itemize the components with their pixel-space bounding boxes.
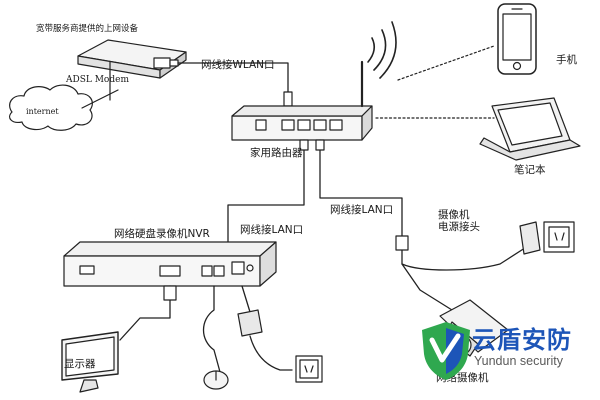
shield-logo-icon	[422, 322, 470, 380]
nvr-lan-cable	[227, 139, 305, 269]
mouse-cable	[202, 285, 221, 373]
camera-lan-cable	[319, 139, 403, 237]
adsl-modem-label: ADSL Modem	[66, 75, 129, 85]
laptop-label: 笔记本	[514, 164, 546, 176]
watermark-logo: 云盾安防 Yundun security	[414, 318, 600, 400]
wifi-link-phone	[397, 45, 495, 81]
power-adapter-icon	[237, 309, 293, 371]
camera-power-plug-icon	[519, 221, 541, 255]
modem-connector-icon	[153, 57, 179, 69]
vga-cable	[119, 285, 171, 341]
monitor-label: 显示器	[64, 358, 96, 370]
phone-label: 手机	[556, 54, 577, 66]
wall-socket-icon	[295, 355, 323, 383]
nvr-label: 网络硬盘录像机NVR	[114, 228, 210, 240]
watermark-title: 云盾安防	[472, 326, 572, 354]
internet-label: internet	[26, 107, 59, 116]
router-icon	[231, 60, 373, 141]
watermark-subtitle: Yundun security	[474, 354, 563, 368]
camera-lan-port-label: 网线接LAN口	[330, 204, 394, 216]
laptop-icon	[479, 97, 581, 161]
nvr-lan-port-label: 网线接LAN口	[240, 224, 304, 236]
isp-device-label: 宽带服务商提供的上网设备	[36, 24, 139, 34]
router-label: 家用路由器	[250, 147, 303, 159]
cloud-icon	[9, 84, 93, 131]
power-cable	[241, 285, 251, 313]
phone-icon	[497, 3, 537, 75]
mouse-icon	[203, 370, 229, 390]
lan-plug-icon	[299, 139, 309, 151]
camera-power-cable	[401, 245, 529, 271]
cloud-link-line	[81, 89, 119, 109]
wifi-waves-icon	[367, 21, 397, 79]
lan-plug-icon	[315, 139, 325, 151]
camera-connector-icon	[395, 235, 409, 251]
modem-icon	[77, 39, 187, 101]
monitor-icon	[61, 331, 119, 393]
camera-power-label: 摄像机 电源接头	[438, 209, 480, 233]
vga-plug-icon	[163, 285, 177, 301]
camera-cable	[401, 263, 453, 311]
wall-socket-icon	[543, 221, 575, 253]
nvr-icon	[63, 241, 277, 287]
wan-plug-icon	[283, 91, 293, 107]
wan-port-label: 网线接WLAN口	[201, 59, 275, 71]
